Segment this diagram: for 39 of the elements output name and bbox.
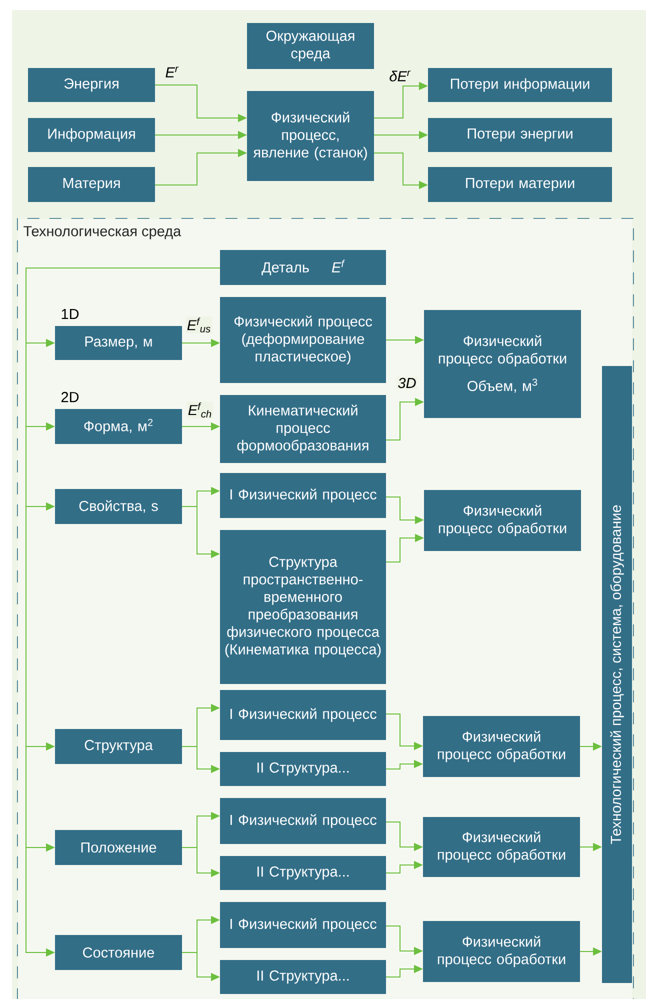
- process-box: Форма, м$^{2}$: [55, 409, 182, 444]
- dimension-label: 1D: [62, 309, 79, 319]
- process-box: Структура пространственно-временного преобразования физического процесса (Кинематика процесса): [220, 530, 386, 684]
- process-box: Свойства, s: [55, 489, 182, 524]
- process-box: I Физический процесс: [220, 690, 386, 740]
- process-box: Физический процесс обработки Объем, м$^{3}$: [424, 310, 581, 418]
- process-box: Физический процесс, явление (станок): [247, 91, 374, 181]
- input-box: Материя: [28, 167, 155, 202]
- process-box: Кинематический процесс формообразования: [220, 395, 386, 463]
- input-box: Информация: [28, 118, 155, 152]
- process-box: Деталь E$^{f}$: [220, 250, 386, 285]
- process-box: I Физический процесс: [220, 473, 386, 518]
- process-box: Размер, м: [55, 326, 182, 360]
- loss-box: Потери энергии: [428, 118, 612, 152]
- process-box: Физический процесс обработки: [423, 921, 580, 982]
- process-box: II Структура...: [220, 752, 386, 786]
- node-label: Технологический процесс, система, оборудование: [610, 505, 624, 844]
- edge-label: 3D: [396, 376, 418, 390]
- process-box: I Физический процесс: [220, 798, 386, 844]
- vertical-band: Технологический процесс, система, оборудование: [602, 366, 632, 984]
- input-box: Энергия: [28, 68, 155, 102]
- edge-label: E$^{f}$ch: [186, 401, 214, 419]
- loss-box: Потери материи: [428, 167, 612, 202]
- process-box: II Структура...: [220, 856, 386, 890]
- loss-box: Потери информации: [428, 68, 612, 102]
- process-box: Физический процесс обработки: [423, 716, 580, 777]
- process-box: Физический процесс обработки: [423, 817, 580, 877]
- process-box: Физический процесс (деформирование пластическое): [220, 297, 386, 383]
- environment-box: Окружающая среда: [247, 23, 374, 69]
- edge-label: E$^{f}$us: [186, 316, 212, 334]
- process-box: Физический процесс обработки: [424, 490, 581, 551]
- edge-label: E$^{r}$: [164, 66, 180, 78]
- process-box: Структура: [55, 729, 182, 764]
- process-box: I Физический процесс: [220, 902, 386, 948]
- edge-label: δE$^{r}$: [388, 70, 412, 82]
- process-box: Положение: [55, 830, 182, 865]
- process-box: Состояние: [55, 935, 182, 970]
- dimension-label: 2D: [61, 392, 79, 402]
- process-box: II Структура...: [220, 960, 386, 994]
